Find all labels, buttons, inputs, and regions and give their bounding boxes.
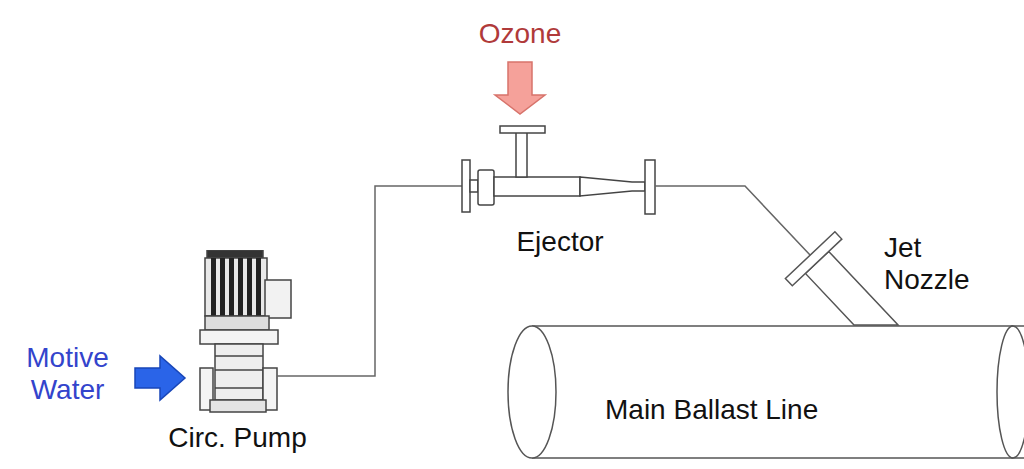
label-holder: Motive Water (5, 342, 130, 406)
drawing-part (580, 177, 645, 196)
node-label: Ejector (455, 226, 665, 258)
ozone-arrow (495, 62, 545, 114)
drawing-part (655, 185, 665, 187)
gas-label: Ozone (460, 18, 580, 50)
node-outline (505, 322, 1024, 464)
inflow-label: Motive Water (5, 342, 130, 406)
drawing-part (470, 180, 478, 192)
drawing-part (500, 126, 545, 133)
drawing-part (645, 160, 655, 214)
label-holder: Ozone (460, 18, 580, 50)
drawing-part (210, 400, 266, 412)
part-label: Jet Nozzle (884, 232, 994, 296)
node-label: Main Ballast Line (605, 394, 818, 426)
drawing-part (277, 375, 310, 377)
drawing-part (215, 369, 263, 371)
inflow-arrow (135, 356, 185, 400)
drawing-part (211, 258, 216, 316)
drawing-part (205, 316, 269, 330)
nozzle-flange (785, 232, 841, 286)
drawing-part (478, 170, 494, 205)
drawing-part (532, 326, 1013, 458)
drawing-part (494, 177, 580, 196)
drawing-part (215, 344, 263, 400)
label-holder: Jet Nozzle (884, 232, 994, 296)
drawing-part (516, 132, 527, 177)
drawing-part (205, 258, 267, 316)
pump-unit: Circ. Pump (165, 250, 310, 462)
drawing-part (256, 258, 261, 316)
drawing-part (532, 325, 1024, 327)
pipe-line (310, 186, 455, 376)
drawing-part (215, 387, 263, 389)
drawing-part (462, 160, 470, 212)
drawing-part (997, 326, 1013, 458)
drawing-part (532, 457, 1024, 459)
drawing-part (238, 258, 243, 316)
drawing-part (220, 258, 225, 316)
drawing-part (215, 355, 263, 357)
drawing-part (265, 280, 291, 318)
ejector-unit: Ejector (455, 120, 665, 265)
drawing-part (200, 330, 278, 344)
drawing-part (455, 185, 462, 187)
drawing-part (207, 250, 263, 258)
ballast-pipe: Main Ballast Line (505, 322, 1024, 464)
node-label: Circ. Pump (165, 422, 310, 454)
drawing-part (508, 326, 556, 458)
drawing-part (247, 258, 252, 316)
drawing-part (229, 258, 234, 316)
